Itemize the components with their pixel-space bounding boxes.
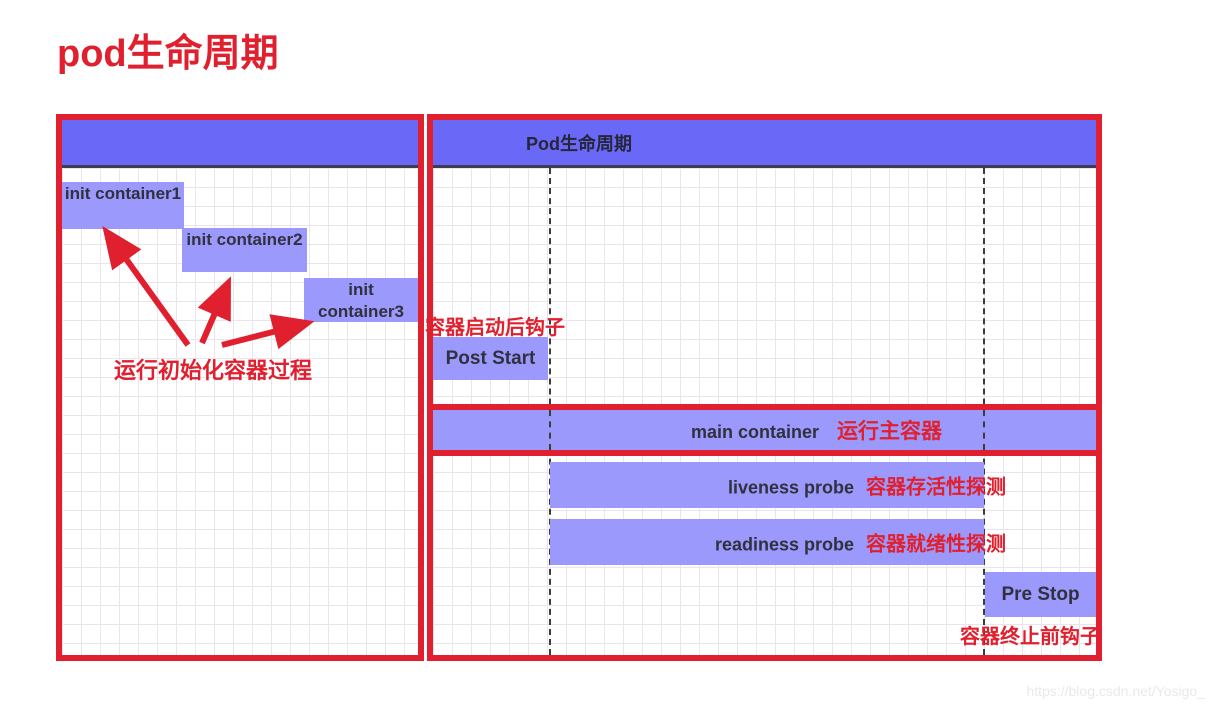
arrow-to-init-container2 bbox=[197, 276, 231, 345]
init-process-annotation: 运行初始化容器过程 bbox=[113, 358, 312, 383]
init-panel-header-band bbox=[62, 120, 418, 168]
main-container-label: main container bbox=[691, 422, 820, 442]
lifecycle-header-band bbox=[433, 120, 1096, 168]
main-container-band: main container 运行主容器 bbox=[427, 404, 1102, 456]
init-arrows bbox=[102, 225, 315, 350]
init-container3-box: init container3 bbox=[304, 278, 418, 322]
pod-lifecycle-panel: 容器启动后钩子 Post Start main container 运行主容器 … bbox=[425, 114, 1102, 661]
page-title: pod生命周期 bbox=[57, 33, 279, 75]
pre-stop-annotation: 容器终止前钩子 bbox=[960, 626, 1100, 648]
init-container2-box: init container2 bbox=[182, 228, 307, 272]
pre-stop-box: Pre Stop bbox=[985, 572, 1096, 617]
post-start-box: Post Start bbox=[433, 337, 548, 380]
readiness-probe-labels: readiness probe 容器就绪性探测 bbox=[715, 528, 1006, 557]
init-panel-body: init container1 init container2 init con… bbox=[62, 168, 418, 655]
init-container1-box: init container1 bbox=[62, 182, 184, 229]
post-start-annotation: 容器启动后钩子 bbox=[425, 317, 565, 339]
liveness-probe-labels: liveness probe 容器存活性探测 bbox=[728, 471, 1006, 500]
pod-lifecycle-diagram: init container1 init container2 init con… bbox=[56, 114, 1102, 661]
main-container-labels: main container 运行主容器 bbox=[691, 415, 942, 445]
readiness-probe-label: readiness probe bbox=[714, 534, 854, 555]
phase-divider-start-over-band bbox=[549, 410, 551, 450]
phase-divider-stop-over-band bbox=[983, 410, 985, 450]
readiness-probe-annotation: 容器就绪性探测 bbox=[866, 533, 1006, 556]
liveness-probe-annotation: 容器存活性探测 bbox=[866, 476, 1006, 499]
init-containers-panel: init container1 init container2 init con… bbox=[56, 114, 424, 661]
arrow-to-init-container1 bbox=[102, 225, 191, 347]
main-container-annotation: 运行主容器 bbox=[837, 420, 943, 443]
liveness-probe-label: liveness probe bbox=[727, 477, 854, 498]
arrow-to-init-container3 bbox=[221, 314, 315, 350]
liveness-probe-bar: liveness probe 容器存活性探测 bbox=[550, 462, 1006, 508]
readiness-probe-bar: readiness probe 容器就绪性探测 bbox=[550, 519, 1006, 565]
watermark-url: https://blog.csdn.net/Yosigo_ bbox=[1026, 683, 1206, 699]
lifecycle-panel-body: 容器启动后钩子 Post Start main container 运行主容器 … bbox=[425, 168, 1102, 655]
